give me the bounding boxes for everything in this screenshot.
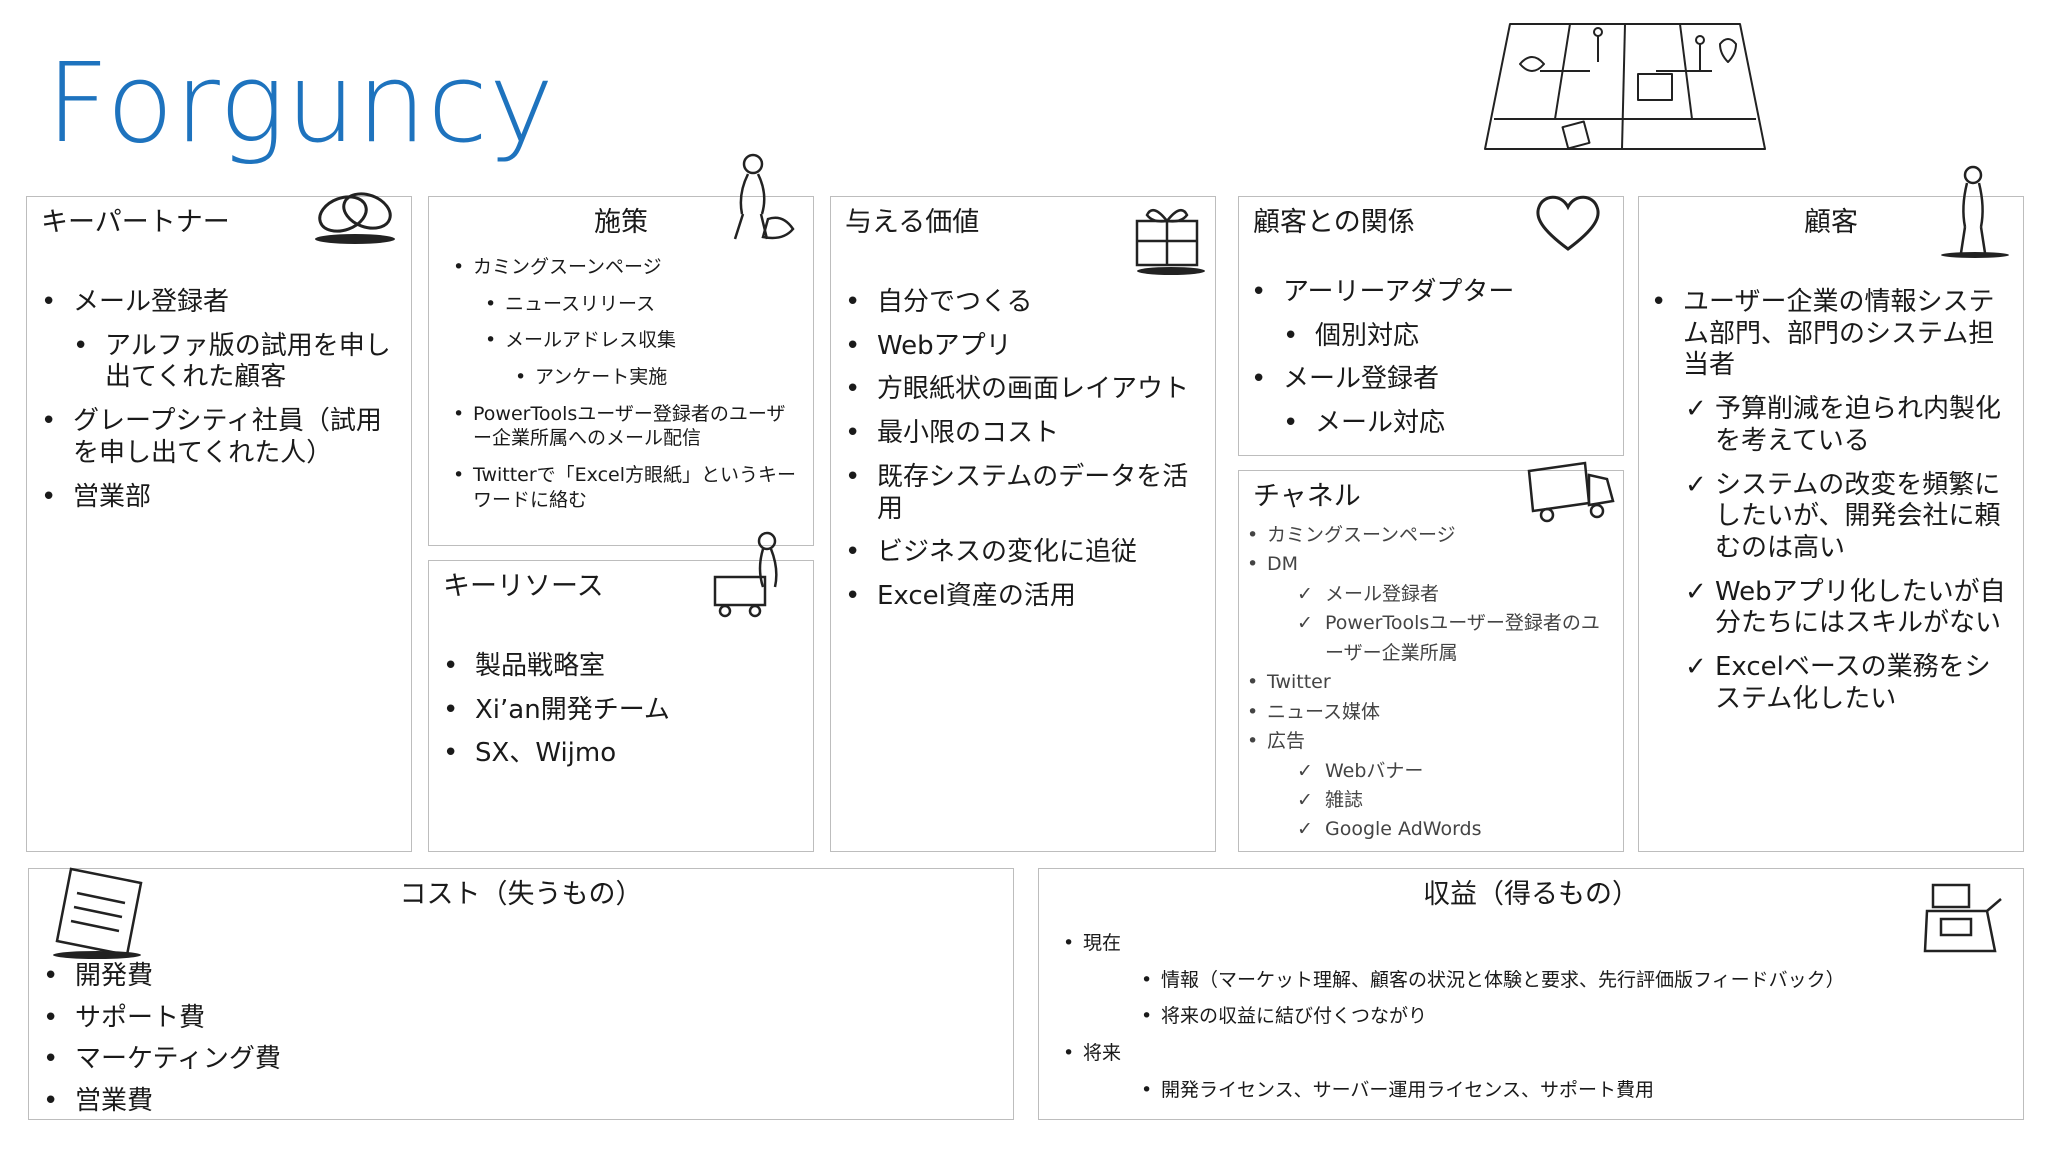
list-item: 個別対応: [1283, 321, 1603, 353]
brand-title: Forguncy: [46, 39, 555, 167]
list-item: 広告: [1247, 727, 1617, 757]
list-item: マーケティング費: [43, 1044, 675, 1076]
list-item: 自分でつくる: [845, 287, 1207, 319]
revenue-streams-panel: 収益（得るもの） 現在 情報（マーケット理解、顧客の状況と体験と要求、先行評価版…: [1038, 868, 2024, 1120]
list-item: メールアドレス収集: [485, 328, 803, 353]
cost-structure-panel: コスト（失うもの） 開発費 サポート費 マーケティング費 営業費: [28, 867, 1014, 1120]
list-item: 予算削減を迫られ内製化を考えている: [1685, 394, 2013, 457]
list-item: 既存システムのデータを活用: [845, 462, 1207, 525]
list-item: アンケート実施: [515, 365, 803, 390]
gift-icon: [1135, 208, 1205, 275]
list-item: カミングスーンページ: [1247, 521, 1617, 551]
list-item: 現在: [1063, 931, 1943, 956]
list-item: ニュースリリース: [485, 292, 803, 317]
list-item: 製品戦略室: [443, 651, 795, 683]
key-resources-panel: キーリソース 製品戦略室 Xi’an開発チーム SX、Wijmo: [428, 531, 814, 852]
list-item: Google AdWords: [1297, 815, 1617, 845]
worker-icon: [733, 153, 795, 240]
list-item: 営業費: [43, 1086, 675, 1118]
list-item: PowerToolsユーザー登録者のユーザー企業所属: [1297, 609, 1617, 668]
list-item: PowerToolsユーザー登録者のユーザー企業所属へのメール配信: [453, 402, 803, 451]
list-item: 開発ライセンス、サーバー運用ライセンス、サポート費用: [1141, 1078, 1943, 1103]
list-item: Webアプリ: [845, 331, 1207, 363]
list-item: ビジネスの変化に追従: [845, 537, 1207, 569]
list-item: グレープシティ社員（試用を申し出てくれた人）: [41, 406, 393, 469]
list-item: メール登録者: [1297, 580, 1617, 610]
customer-segments-panel: 顧客 ユーザー企業の情報システム部門、部門のシステム担当者 予算削減を迫られ内製…: [1638, 165, 2024, 852]
person-icon: [1941, 165, 2009, 258]
list-item: メール登録者: [1251, 364, 1603, 396]
list-item: Xi’an開発チーム: [443, 695, 795, 727]
list-item: Excel資産の活用: [845, 581, 1207, 613]
list-item: 雑誌: [1297, 786, 1617, 816]
value-proposition-panel: 与える価値 自分でつくる Webアプリ 方眼紙状の画面レイアウト 最小限のコスト…: [830, 196, 1216, 852]
cart-worker-icon: [713, 531, 778, 618]
list-item: 開発費: [43, 961, 675, 993]
cost-structure-title: コスト（失うもの）: [399, 879, 643, 910]
list-item: 情報（マーケット理解、顧客の状況と体験と要求、先行評価版フィードバック）: [1141, 968, 1943, 993]
list-item: Excelベースの業務をシステム化したい: [1685, 652, 2013, 715]
revenue-streams-title: 収益（得るもの）: [1423, 879, 1639, 910]
customer-relationships-title: 顧客との関係: [1253, 207, 1415, 238]
list-item: サポート費: [43, 1003, 675, 1035]
list-item: 方眼紙状の画面レイアウト: [845, 374, 1207, 406]
list-item: アルファ版の試用を申し出てくれた顧客: [73, 331, 393, 394]
list-item: メール登録者: [41, 287, 393, 319]
list-item: 営業部: [41, 482, 393, 514]
document-icon: [53, 867, 143, 959]
list-item: 将来: [1063, 1041, 1943, 1066]
key-partners-title: キーパートナー: [41, 207, 230, 238]
key-resources-title: キーリソース: [443, 571, 604, 602]
list-item: Webバナー: [1297, 757, 1617, 787]
channels-panel: チャネル カミングスーンページ DM メール登録者 PowerToolsユーザー…: [1238, 461, 1624, 852]
key-activities-title: 施策: [594, 207, 648, 238]
customer-segments-title: 顧客: [1804, 207, 1858, 238]
list-item: 最小限のコスト: [845, 418, 1207, 450]
business-model-canvas-illustration: [1484, 23, 1766, 150]
list-item: カミングスーンページ: [453, 255, 803, 280]
value-proposition-title: 与える価値: [845, 207, 980, 238]
list-item: アーリーアダプター: [1251, 277, 1603, 309]
list-item: SX、Wijmo: [443, 738, 795, 770]
list-item: ニュース媒体: [1247, 698, 1617, 728]
channels-title: チャネル: [1253, 481, 1361, 512]
chain-link-icon: [315, 192, 395, 244]
list-item: 将来の収益に結び付くつながり: [1141, 1004, 1943, 1029]
list-item: Twitterで「Excel方眼紙」というキーワードに絡む: [453, 463, 803, 512]
key-partners-panel: キーパートナー メール登録者 アルファ版の試用を申し出てくれた顧客 グレープシテ…: [26, 192, 412, 852]
list-item: システムの改変を頻繁にしたいが、開発会社に頼むのは高い: [1685, 470, 2013, 565]
key-activities-panel: 施策 カミングスーンページ ニュースリリース メールアドレス収集 アンケート実施…: [428, 153, 814, 546]
customer-relationships-panel: 顧客との関係 アーリーアダプター 個別対応 メール登録者 メール対応: [1238, 195, 1624, 456]
list-item: Twitter: [1247, 668, 1617, 698]
heart-icon: [1536, 195, 1600, 251]
list-item: メール対応: [1283, 408, 1603, 440]
list-item: Webアプリ化したいが自分たちにはスキルがない: [1685, 577, 2013, 640]
truck-icon: [1527, 461, 1615, 523]
list-item: ユーザー企業の情報システム部門、部門のシステム担当者: [1651, 287, 2013, 382]
list-item: DM: [1247, 550, 1617, 580]
